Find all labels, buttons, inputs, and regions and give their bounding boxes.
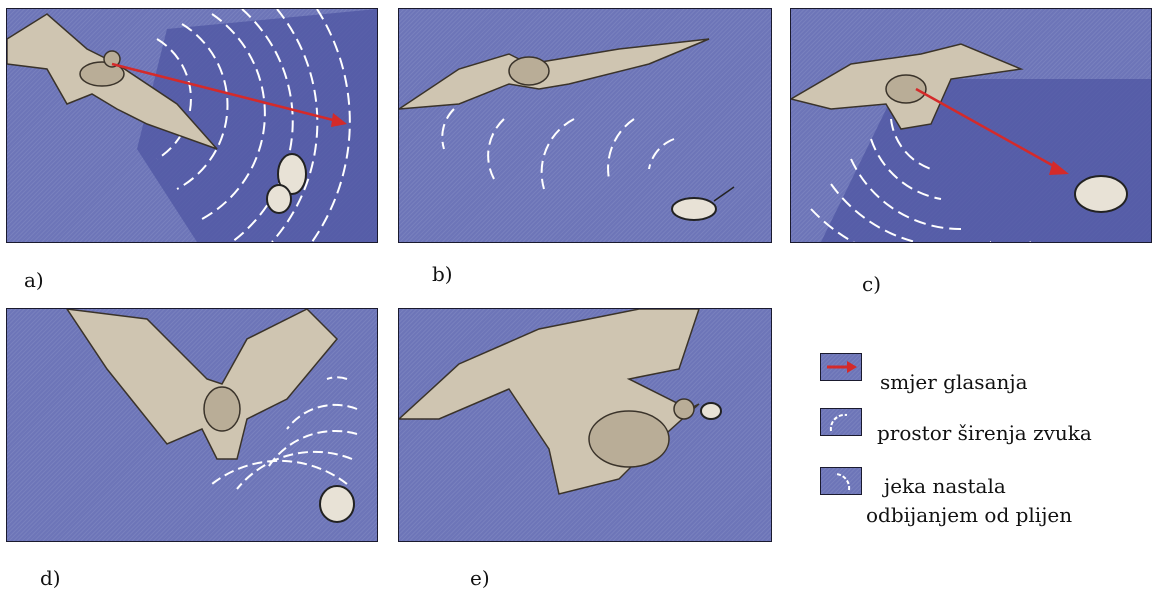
panel-label-b: b)	[432, 262, 453, 286]
red-arrow-swatch	[820, 353, 862, 381]
sound-waves	[810, 118, 1031, 242]
panel-c	[790, 8, 1152, 243]
panel-a	[6, 8, 378, 243]
sound-waves	[211, 376, 358, 490]
moth	[319, 485, 355, 523]
legend-label-direction: smjer glasanja	[880, 370, 1028, 394]
panel-label-d: d)	[40, 566, 61, 590]
moth	[266, 153, 307, 214]
panel-label-c: c)	[862, 272, 882, 296]
legend-label-echo-line1: jeka nastala	[884, 474, 1006, 498]
echo-swatch	[820, 467, 862, 495]
sound-spread-swatch	[820, 408, 862, 436]
bat	[66, 309, 339, 460]
sound-area	[137, 9, 377, 242]
legend-label-sound-spread: prostor širenja zvuka	[877, 421, 1092, 445]
sound-waves	[441, 108, 675, 190]
moth	[671, 186, 735, 221]
bat	[399, 38, 710, 110]
panel-d	[6, 308, 378, 542]
moth	[1074, 175, 1128, 213]
legend-label-echo-line2: odbijanjem od plijen	[866, 503, 1073, 527]
panel-e	[398, 308, 772, 542]
bat	[791, 43, 1024, 130]
panel-label-e: e)	[470, 566, 490, 590]
sound-waves	[156, 9, 351, 242]
bat	[7, 13, 218, 150]
panel-b	[398, 8, 772, 243]
direction-arrow	[111, 62, 347, 127]
panel-label-a: a)	[24, 268, 44, 292]
moth	[700, 402, 722, 420]
direction-arrow	[915, 87, 1069, 175]
bat	[399, 309, 700, 495]
